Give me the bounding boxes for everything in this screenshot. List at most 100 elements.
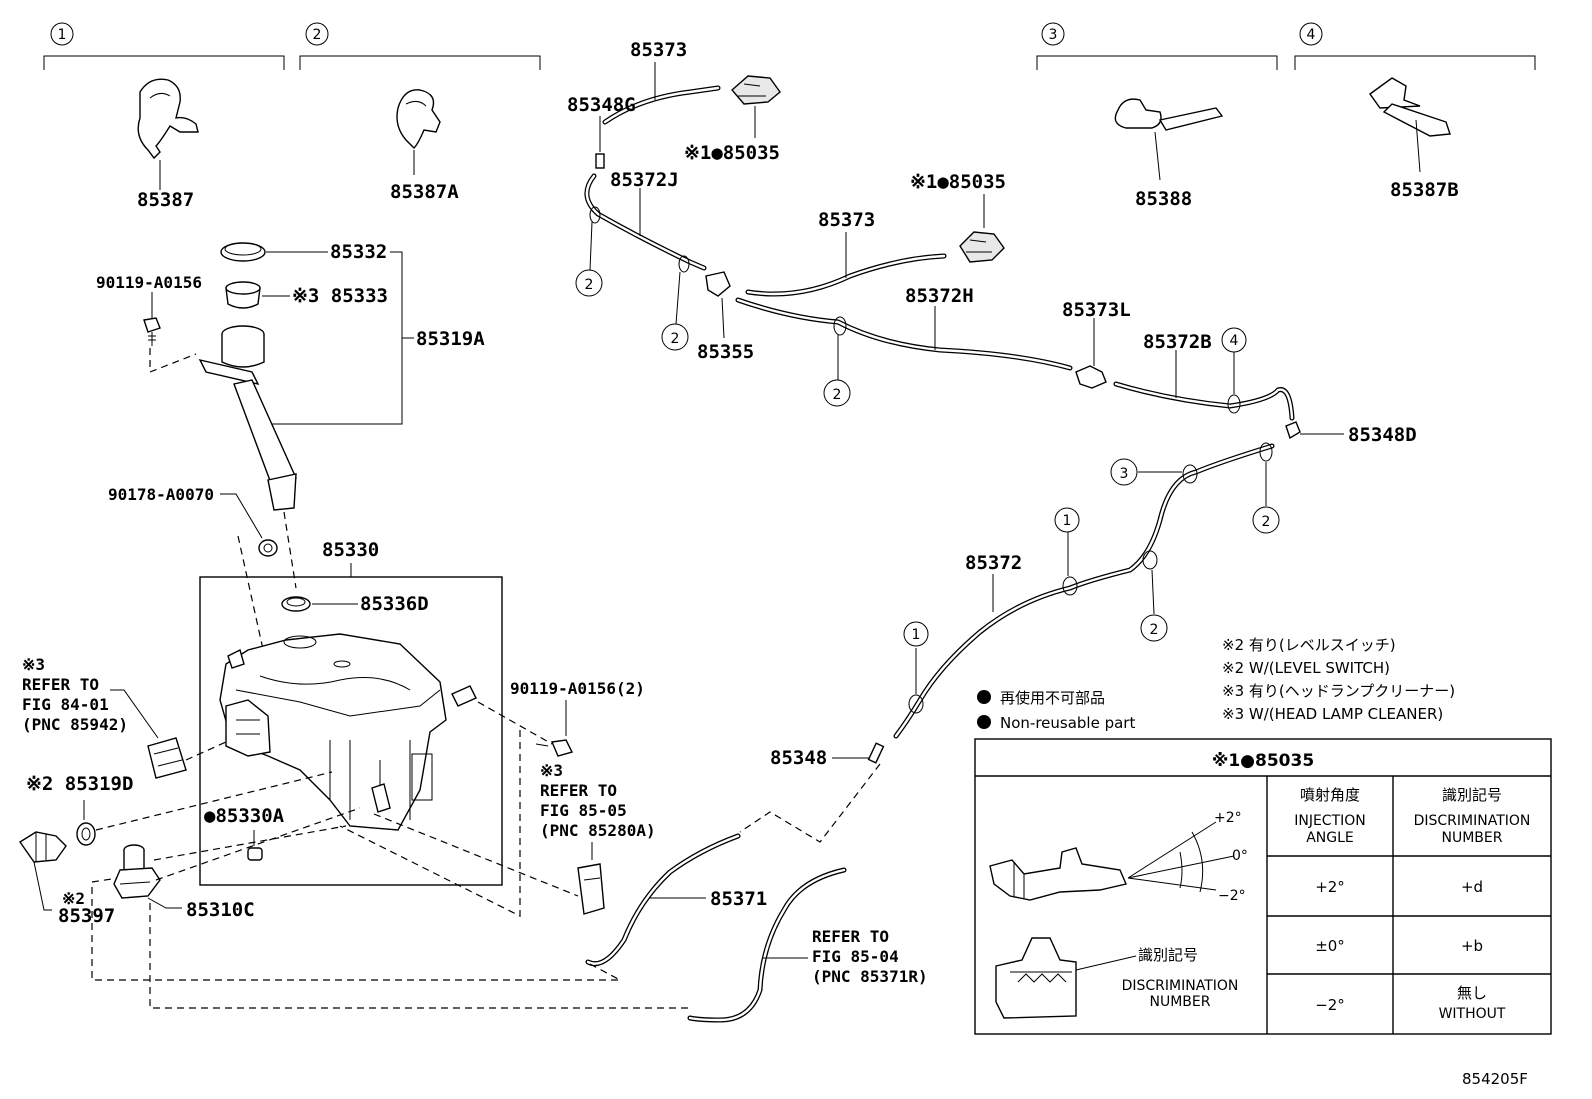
bracket-85319A	[268, 251, 403, 425]
note-1: ※2 有り(レベルスイッチ)	[1222, 636, 1396, 654]
svg-text:2: 2	[1150, 622, 1159, 638]
part-85373L: 85373L	[1062, 299, 1131, 321]
level-switch-icon	[147, 737, 187, 779]
disc-label-en-1: DISCRIMINATION	[1122, 978, 1239, 994]
col-disc-en-2: NUMBER	[1442, 830, 1503, 846]
hose-85371	[585, 833, 741, 967]
grommet-90178-icon	[258, 539, 278, 557]
part-90119-b: 90119-A0156(2)	[510, 679, 645, 698]
part-85372: 85372	[965, 552, 1022, 574]
part-85330: 85330	[322, 539, 379, 561]
svg-text:2: 2	[833, 387, 842, 403]
part-85319A: 85319A	[416, 328, 485, 350]
clip-85387-icon	[137, 78, 199, 190]
ref-84-l2: REFER TO	[22, 675, 99, 694]
connector-icon	[995, 937, 1077, 1019]
ref-8504-l1: REFER TO	[812, 927, 889, 946]
part-85035-mid: ※1●85035	[910, 171, 1006, 193]
hose-85373-mid	[745, 232, 947, 297]
part-85373-top: 85373	[630, 39, 687, 61]
part-85330A: ●85330A	[204, 805, 285, 827]
dash-lower-loop	[91, 877, 621, 981]
ref-8505-l4: (PNC 85280A)	[540, 821, 656, 840]
dash-level-switch	[185, 741, 227, 761]
nozzle-85035-mid-icon	[959, 194, 1005, 263]
row3-disc-jp: 無し	[1457, 984, 1487, 1002]
part-85387A: 85387A	[390, 181, 459, 203]
clamp-2c: 2	[823, 316, 851, 407]
strainer-85333-icon	[225, 281, 261, 309]
cap-85332-icon	[220, 242, 266, 262]
clamp-3: 3	[1110, 458, 1198, 486]
joint-85348-icon	[867, 742, 885, 764]
svg-text:2: 2	[1262, 514, 1271, 530]
svg-text:2: 2	[585, 277, 594, 293]
part-85336D: 85336D	[360, 593, 429, 615]
svg-text:4: 4	[1230, 333, 1239, 349]
mark-plus2: +2°	[1214, 810, 1242, 826]
group-1: 1 85387	[43, 22, 285, 211]
part-85035-top: ※1●85035	[684, 142, 780, 164]
part-85372B: 85372B	[1143, 331, 1212, 353]
hose-85373-top	[602, 62, 721, 125]
hose-85372B	[1113, 350, 1295, 421]
hose-85372	[893, 443, 1275, 739]
disc-label-jp: 識別記号	[1138, 946, 1198, 964]
mark-zero: 0°	[1232, 848, 1248, 864]
clip-85387B-icon	[1369, 77, 1451, 173]
clamp-2e: 2	[1140, 550, 1168, 642]
hose-85371R	[687, 867, 847, 1023]
note-4: ※3 W/(HEAD LAMP CLEANER)	[1222, 705, 1443, 723]
svg-text:1: 1	[912, 627, 921, 643]
group-3: 3 85388	[1036, 22, 1278, 210]
col-disc-en-1: DISCRIMINATION	[1414, 813, 1531, 829]
dash-90178	[237, 535, 273, 691]
part-85310C: 85310C	[186, 899, 255, 921]
svg-text:1: 1	[1063, 513, 1072, 529]
leader-85397	[33, 861, 52, 911]
hose-85372J	[584, 173, 707, 271]
clamp-1b: 1	[903, 621, 929, 714]
part-85348G: 85348G	[567, 94, 636, 116]
grommet-85319D-icon	[76, 822, 96, 846]
part-85387: 85387	[137, 189, 194, 211]
dash-pump-2	[153, 825, 347, 861]
washer-tank-icon	[219, 633, 477, 831]
bolt-90119-a-icon	[143, 317, 161, 346]
ref-8505-l1: ※3	[540, 761, 563, 780]
dash-85348-link	[739, 763, 881, 843]
group-4-number: 4	[1307, 27, 1316, 43]
filler-neck-icon	[198, 325, 297, 511]
group-2: 2 85387A	[299, 22, 541, 203]
grommet-85336D-icon	[281, 596, 311, 612]
part-85387B: 85387B	[1390, 179, 1459, 201]
part-85355: 85355	[697, 341, 754, 363]
part-85372H: 85372H	[905, 285, 974, 307]
part-85332: 85332	[330, 241, 387, 263]
level-switch-85397-icon	[19, 831, 67, 863]
col-angle-en-2: ANGLE	[1306, 830, 1354, 846]
ref-84-l1: ※3	[22, 655, 45, 674]
leader-85310C	[147, 897, 182, 909]
grommet-85330A-icon	[247, 847, 263, 861]
bolt-90119-b-icon	[535, 739, 574, 757]
row1-disc: +d	[1461, 878, 1483, 896]
part-85348D: 85348D	[1348, 424, 1417, 446]
dash-90119-b	[477, 701, 553, 745]
part-85371: 85371	[710, 888, 767, 910]
dash-right-box	[339, 730, 521, 917]
col-angle-en-1: INJECTION	[1294, 813, 1366, 829]
ref-84-l3: FIG 84-01	[22, 695, 109, 714]
leader-90178	[220, 493, 263, 539]
disc-label-en-2: NUMBER	[1150, 994, 1211, 1010]
group-4: 4 85387B	[1294, 22, 1536, 201]
part-85372J: 85372J	[610, 169, 679, 191]
svg-text:3: 3	[1120, 466, 1129, 482]
nozzle-spray-icon	[989, 821, 1235, 901]
leader-ref-84	[110, 689, 159, 739]
hose-85372H	[735, 297, 1073, 371]
part-90178: 90178-A0070	[108, 485, 214, 504]
clamp-1a: 1	[1054, 507, 1080, 596]
ref-8505-l2: REFER TO	[540, 781, 617, 800]
